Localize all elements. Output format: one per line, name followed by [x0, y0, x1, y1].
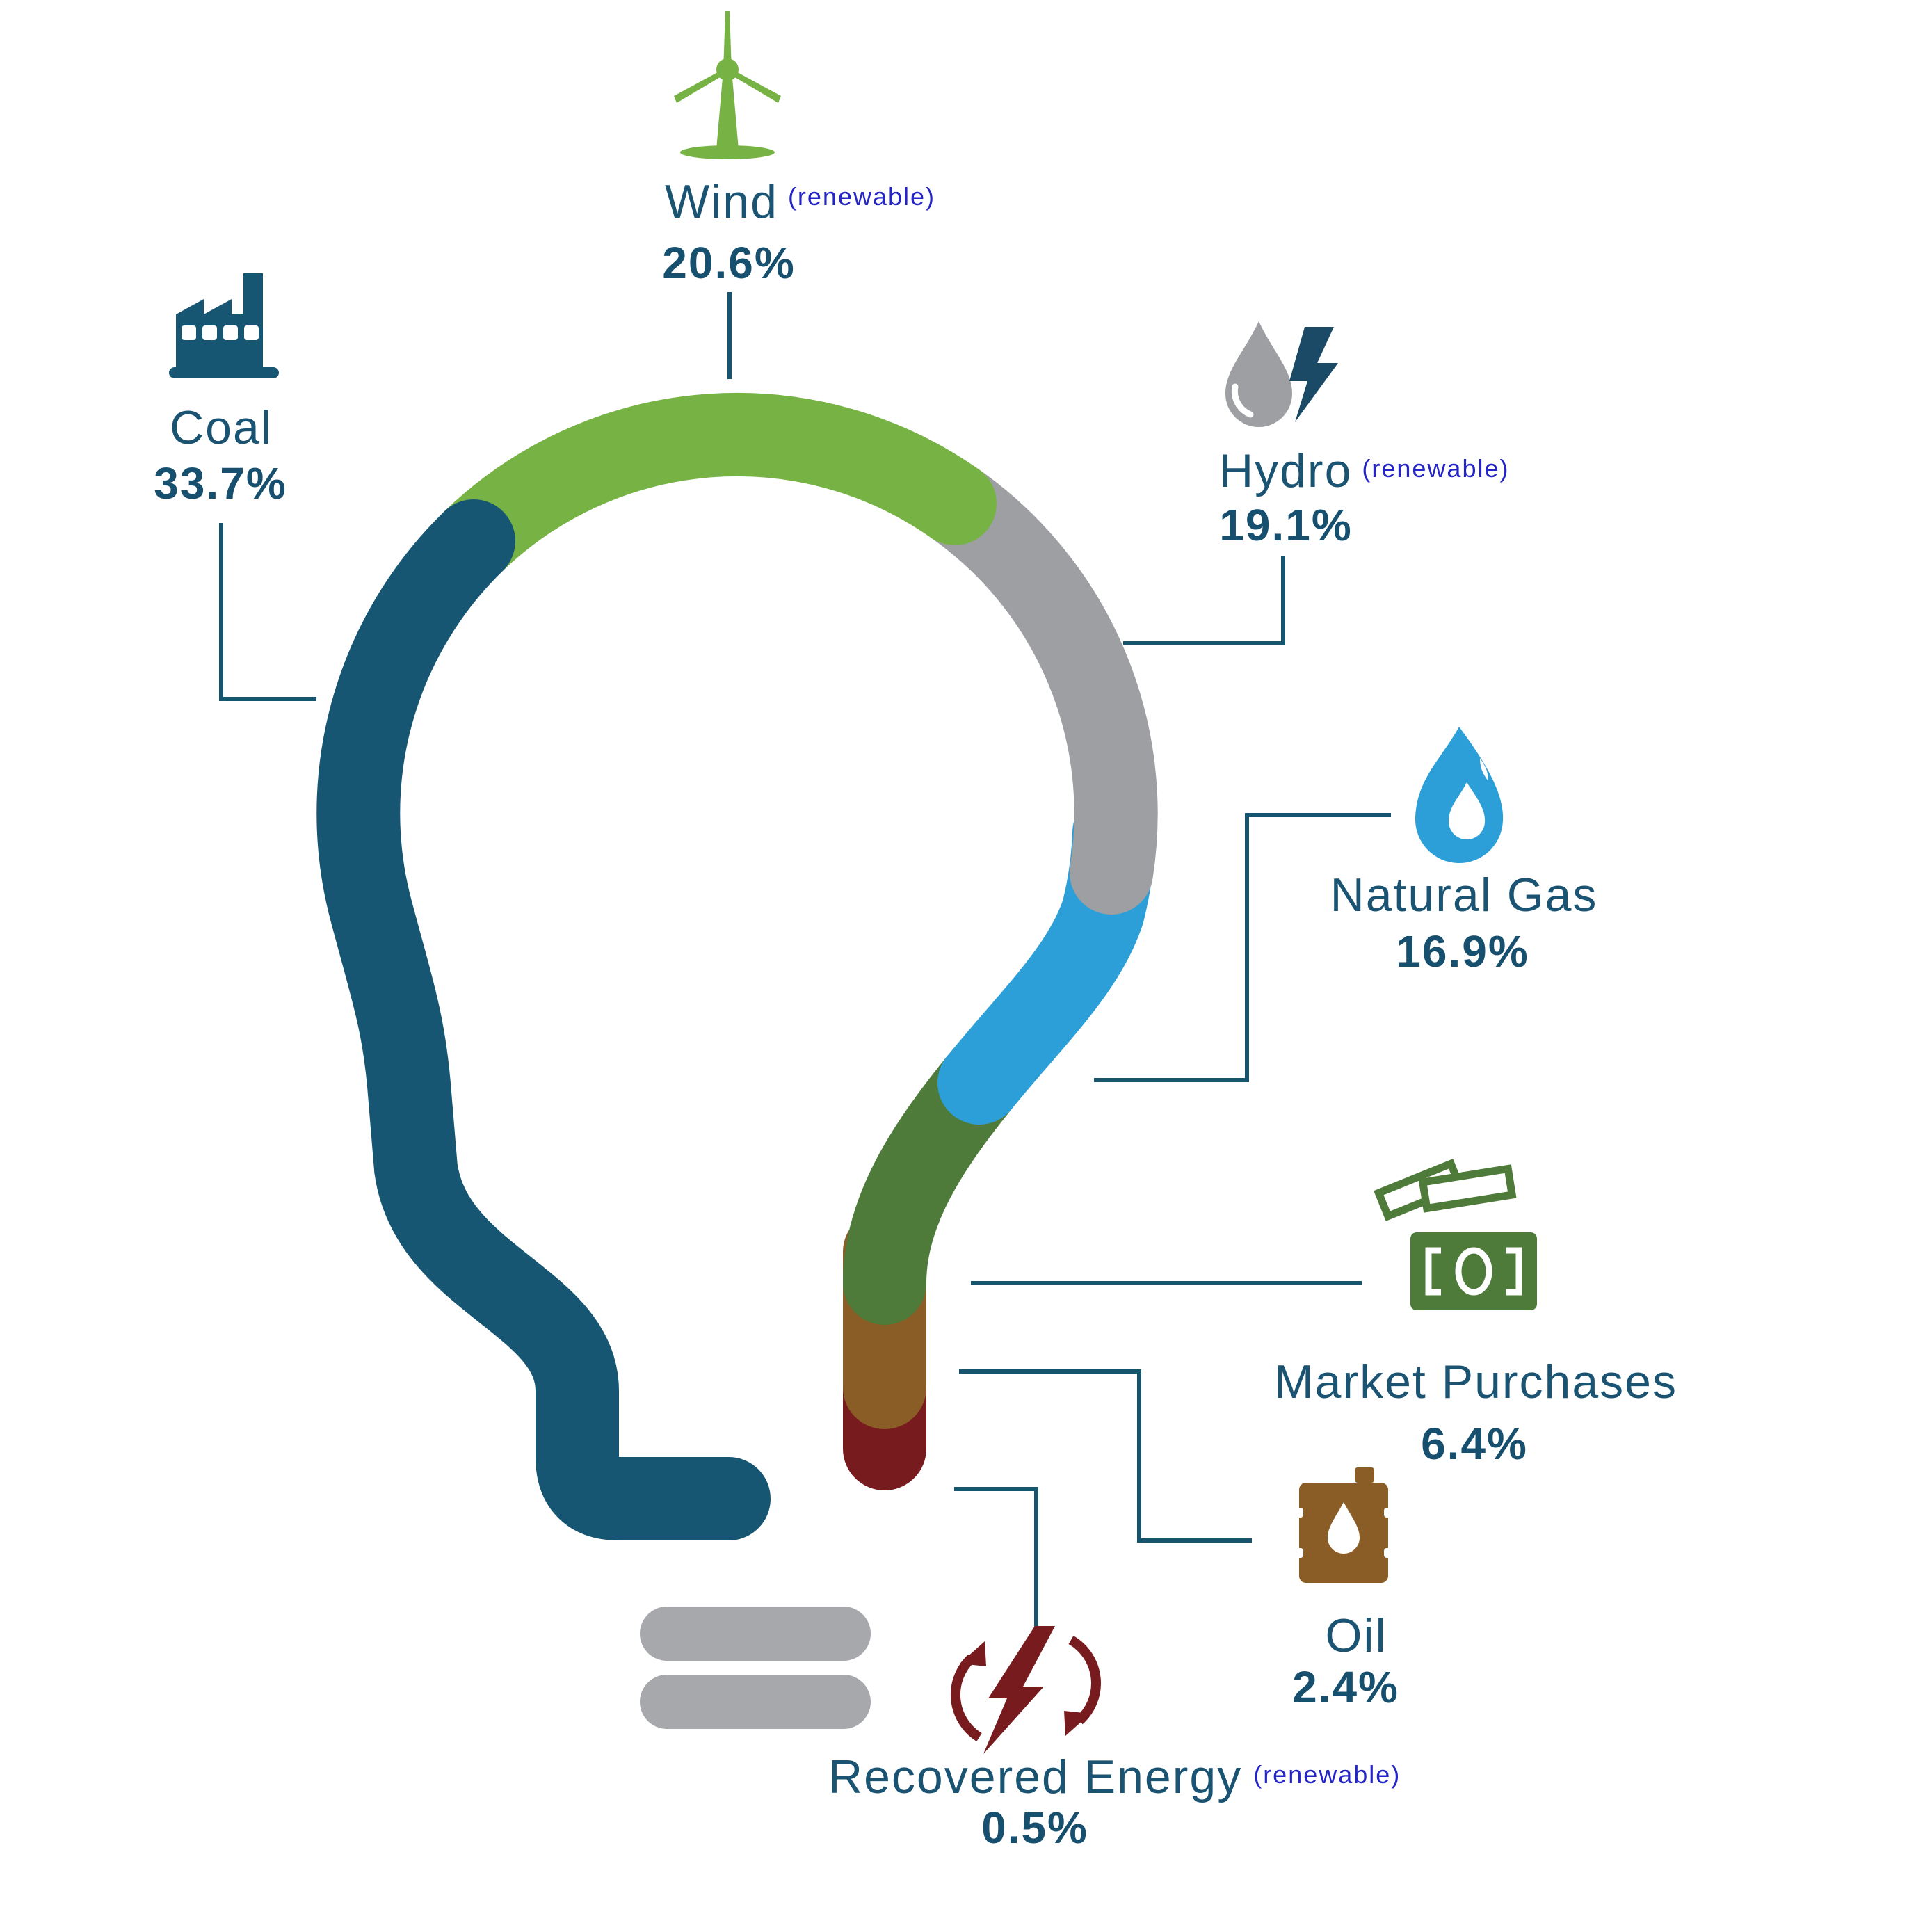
recovered-energy-icon [951, 1626, 1101, 1754]
oil-label: Oil [1325, 1609, 1387, 1662]
segment-coal [316, 499, 771, 1540]
oil-barrel-icon [1292, 1467, 1395, 1583]
coal-percent: 33.7% [154, 458, 287, 508]
coal-label: Coal [170, 401, 273, 454]
recovered-energy-renewable-note: (renewable) [1253, 1760, 1401, 1789]
natural-gas-label: Natural Gas [1330, 869, 1598, 921]
wind-percent: 20.6% [662, 238, 795, 288]
wind-label-group: Wind (renewable) [665, 175, 935, 228]
bulb-base-bar-1 [640, 1607, 871, 1661]
natural-gas-percent: 16.9% [1396, 926, 1529, 976]
segment-wind [432, 392, 997, 583]
recovered-energy-percent: 0.5% [981, 1803, 1088, 1853]
wind-turbine-icon [674, 11, 781, 159]
bulb-chart [316, 392, 1158, 1540]
connector-natural-gas [1094, 813, 1391, 1082]
bulb-base [640, 1607, 871, 1729]
segment-hydro [913, 462, 1158, 915]
hydro-label: Hydro [1219, 444, 1352, 497]
market-purchases-money-icon [1374, 1159, 1537, 1310]
coal-factory-icon [169, 273, 279, 378]
market-purchases-label: Market Purchases [1274, 1355, 1677, 1408]
connector-oil [959, 1369, 1252, 1543]
oil-percent: 2.4% [1292, 1662, 1399, 1712]
bulb-base-bar-2 [640, 1675, 871, 1729]
connector-hydro [1123, 556, 1285, 645]
hydro-label-group: Hydro (renewable) [1219, 444, 1509, 497]
market-purchases-percent: 6.4% [1421, 1419, 1528, 1469]
connectors [219, 292, 1391, 1627]
wind-label: Wind [665, 175, 778, 228]
wind-renewable-note: (renewable) [788, 182, 935, 211]
recovered-energy-label: Recovered Energy [828, 1750, 1242, 1803]
hydro-percent: 19.1% [1219, 500, 1352, 550]
connector-coal [219, 523, 316, 701]
connector-recovered-energy [954, 1487, 1038, 1627]
natural-gas-flame-icon [1415, 727, 1504, 864]
recovered-energy-label-group: Recovered Energy (renewable) [828, 1750, 1401, 1803]
hydro-renewable-note: (renewable) [1362, 454, 1509, 483]
hydro-icon [1225, 321, 1338, 427]
